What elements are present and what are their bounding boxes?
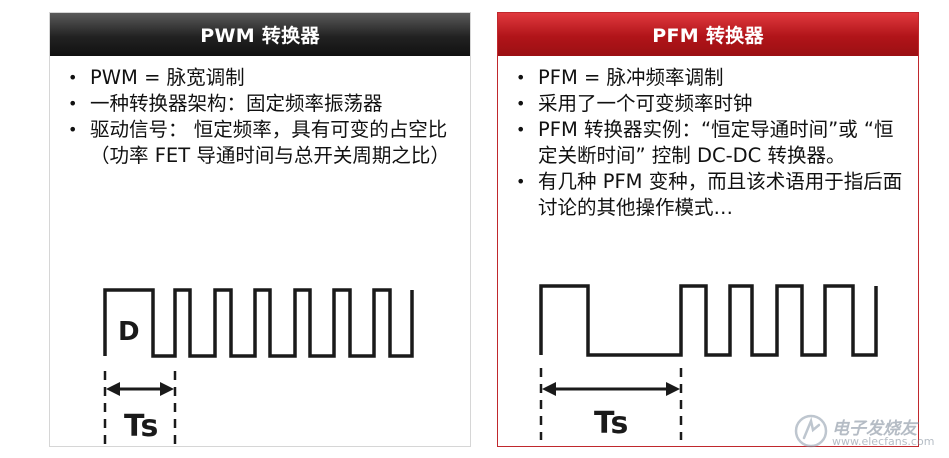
watermark-url: www.elecfans.com [832,435,935,448]
watermark-text: 电子发烧友 [832,419,917,439]
pfm-square-wave [539,284,878,357]
pwm-panel-title: PWM 转换器 [50,13,470,56]
pwm-bullet-2: 一种转换器架构：固定频率振荡器 [62,91,458,117]
pfm-panel-title: PFM 转换器 [498,13,918,56]
pwm-arrow-left-head [106,382,120,396]
pfm-waveform-diagram: Ts [539,284,878,441]
pfm-panel: PFM 转换器 PFM = 脉冲频率调制 采用了一个可变频率时钟 PFM 转换器… [497,12,919,447]
pwm-waveform-diagram: D Ts [103,288,414,446]
pfm-period-label: Ts [594,406,628,441]
pwm-square-wave [103,288,414,358]
pwm-bullet-3: 驱动信号： 恒定频率，具有可变的占空比（功率 FET 导通时间与总开关周期之比） [62,117,458,169]
pfm-arrow-right-head [666,382,680,396]
pwm-arrow-right-head [160,382,174,396]
elecfans-logo-icon [794,414,828,448]
pwm-bullet-1: PWM = 脉宽调制 [62,65,458,91]
pfm-arrow-left-head [542,382,556,396]
elecfans-watermark: 电子发烧友 www.elecfans.com [792,412,942,452]
pfm-bullet-3: PFM 转换器实例：“恒定导通时间”或 “恒定关断时间” 控制 DC-DC 转换… [510,117,906,169]
duty-cycle-label: D [118,317,140,347]
pfm-bullet-2: 采用了一个可变频率时钟 [510,91,906,117]
pwm-panel: PWM 转换器 PWM = 脉宽调制 一种转换器架构：固定频率振荡器 驱动信号：… [49,12,471,447]
pfm-bullet-4: 有几种 PFM 变种，而且该术语用于指后面讨论的其他操作模式… [510,169,906,221]
pwm-bullet-list: PWM = 脉宽调制 一种转换器架构：固定频率振荡器 驱动信号： 恒定频率，具有… [50,56,470,169]
pfm-bullet-1: PFM = 脉冲频率调制 [510,65,906,91]
pwm-period-label: Ts [124,409,158,444]
pfm-bullet-list: PFM = 脉冲频率调制 采用了一个可变频率时钟 PFM 转换器实例：“恒定导通… [498,56,918,262]
